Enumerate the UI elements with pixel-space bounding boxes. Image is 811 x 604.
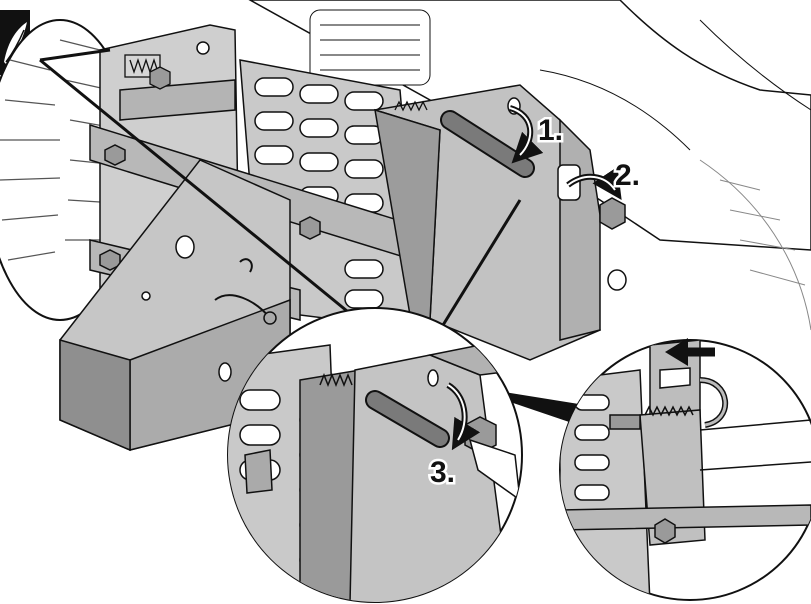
step-3-label: 3. [430, 456, 455, 489]
detail-circle-left: 3. [227, 307, 523, 603]
push-arrow [665, 338, 715, 366]
curved-arrow [446, 382, 481, 451]
step-1-label: 1. [538, 114, 563, 147]
step-2-label: 2. [615, 159, 640, 192]
tension-spring [394, 100, 428, 112]
right-tire [699, 159, 811, 331]
bolt [654, 518, 676, 544]
upper-spring-latch [124, 54, 171, 90]
curved-arrow [566, 166, 622, 200]
bolt [599, 197, 626, 230]
curved-arrow [508, 105, 544, 164]
detail-circle-right [559, 338, 811, 601]
latch-handle [365, 390, 450, 448]
